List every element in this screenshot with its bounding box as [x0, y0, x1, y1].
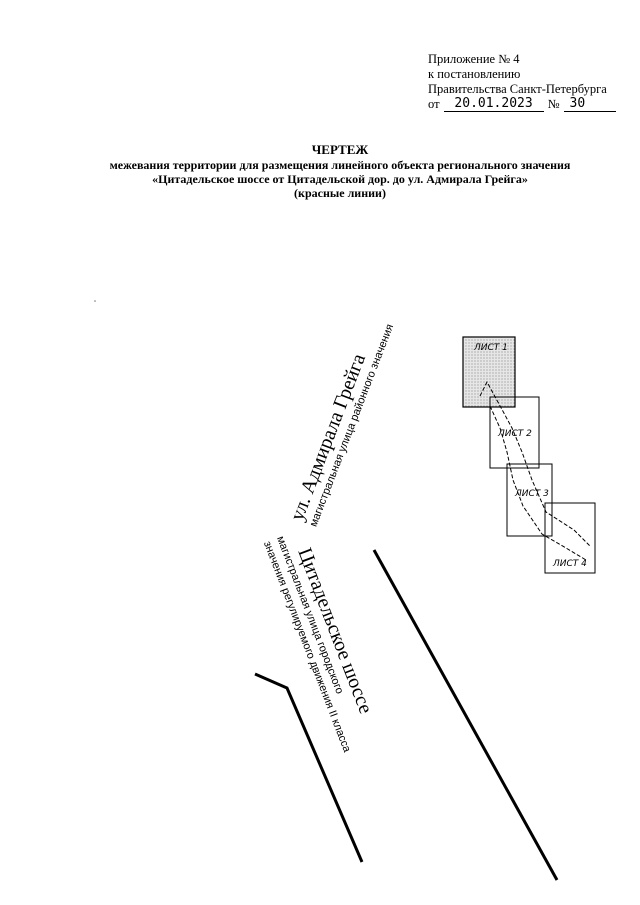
admiral-street-label: ул. Адмирала Грейга магистральная улица … — [286, 322, 396, 528]
approval-line-3: Правительства Санкт-Петербурга — [428, 82, 607, 96]
sheet-1-frame — [462, 336, 516, 408]
approval-date: 20.01.2023 — [443, 97, 544, 112]
sheet-2-frame — [489, 396, 540, 469]
approval-date-line: от 20.01.2023 № 30 — [428, 97, 633, 112]
corridor-dashed-line-1 — [479, 380, 591, 547]
sheet-index-map: ЛИСТ 1 ЛИСТ 2 ЛИСТ 3 ЛИСТ 4 — [462, 336, 596, 574]
approval-number: 30 — [563, 97, 616, 112]
number-label: № — [547, 97, 560, 111]
approval-line-2: к постановлению — [428, 67, 521, 81]
sheet-3-label: ЛИСТ 3 — [514, 489, 549, 499]
approval-block: Приложение № 4 к постановлению Правитель… — [428, 52, 633, 112]
sheet-1-label: ЛИСТ 1 — [473, 343, 508, 353]
corridor-dashed-line-2 — [489, 405, 587, 561]
sheet-4-frame — [544, 502, 596, 574]
title-line-3: (красные линии) — [294, 186, 386, 200]
title-line-1: межевания территории для размещения лине… — [109, 158, 571, 172]
scan-speck — [94, 300, 96, 302]
document-title: ЧЕРТЕЖ межевания территории для размещен… — [40, 142, 640, 201]
citadel-left-line — [254, 672, 364, 863]
from-label: от — [428, 97, 440, 111]
citadel-street-label: Цитадельское шоссе магистральная улица г… — [261, 534, 377, 754]
approval-line-1: Приложение № 4 — [428, 52, 520, 66]
sheet-2-label: ЛИСТ 2 — [497, 429, 532, 439]
title-line-2: «Цитадельское шоссе от Цитадельской дор.… — [152, 172, 528, 186]
citadel-right-line — [372, 549, 559, 881]
sheet-3-frame — [506, 463, 553, 537]
sheet-4-label: ЛИСТ 4 — [552, 559, 587, 569]
title-main: ЧЕРТЕЖ — [311, 142, 369, 157]
